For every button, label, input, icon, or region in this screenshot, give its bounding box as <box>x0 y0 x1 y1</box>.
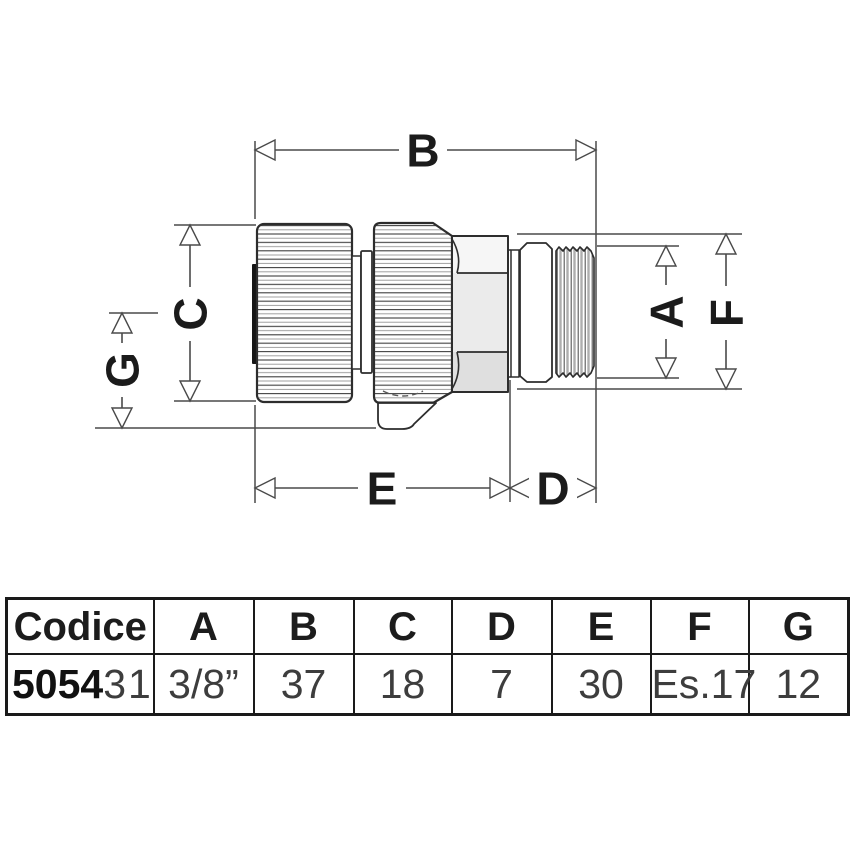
bottom-tab <box>377 402 437 430</box>
hex-facet-top <box>452 236 508 273</box>
col-header-c: C <box>352 597 453 655</box>
cap-edge-band <box>252 264 257 364</box>
dimension-label-f: F <box>701 299 753 327</box>
dimension-g: G <box>97 343 149 397</box>
col-header-e: E <box>550 597 652 655</box>
code-value-suffix: 31 <box>103 660 153 707</box>
hex-corner-arcs <box>451 238 460 390</box>
arrowhead-d-left <box>508 476 531 500</box>
spec-table-value-row: 505431 3/8” 37 18 7 30 Es.17 12 <box>5 653 850 716</box>
dimension-label-b: B <box>406 125 439 177</box>
hex-facet-lines <box>457 272 508 353</box>
value-e: 30 <box>550 653 652 716</box>
arrowhead-f-top <box>714 232 738 255</box>
cylinder-section <box>519 242 553 383</box>
code-value-bold: 5054 <box>12 660 104 707</box>
dimension-label-c: C <box>165 297 217 330</box>
col-header-a: A <box>152 597 255 655</box>
threaded-end <box>555 246 595 378</box>
arrowhead-g-bottom <box>110 407 134 430</box>
arrowhead-a-top <box>654 244 678 267</box>
col-header-g: G <box>747 597 850 655</box>
extension-lines-g <box>95 312 376 429</box>
dimension-label-d: D <box>536 463 569 515</box>
neck-groove <box>508 249 520 378</box>
dimension-d: D <box>529 463 577 515</box>
col-header-b: B <box>252 597 355 655</box>
arrowhead-b-left <box>253 138 276 162</box>
value-f: Es.17 <box>649 653 756 716</box>
hex-nut <box>451 235 509 393</box>
arrowhead-g-top <box>110 311 134 334</box>
col-header-d: D <box>450 597 553 655</box>
arrowhead-c-bottom <box>178 380 202 403</box>
fitting-technical-drawing: B E D C G A F <box>95 125 753 515</box>
col-header-f: F <box>649 597 750 655</box>
code-cell: 505431 <box>5 653 155 716</box>
dimension-label-e: E <box>367 463 398 515</box>
fitting-body <box>252 221 595 430</box>
value-d: 7 <box>450 653 553 716</box>
extension-lines-c <box>174 224 256 402</box>
hex-facet-middle <box>452 273 508 352</box>
hidden-hole-dashed-arc <box>382 390 424 397</box>
locking-ring <box>360 250 373 374</box>
cap-step <box>351 255 362 370</box>
dimension-c: C <box>165 287 217 341</box>
arrowhead-d-right <box>575 476 598 500</box>
value-b: 37 <box>252 653 355 716</box>
dimension-arrowheads <box>110 138 738 500</box>
knurled-cap <box>255 222 354 404</box>
arrowhead-c-top <box>178 223 202 246</box>
dimension-a: A <box>641 285 693 339</box>
arrowhead-b-right <box>575 138 598 162</box>
value-c: 18 <box>352 653 453 716</box>
extension-lines <box>95 141 742 503</box>
value-a: 3/8” <box>152 653 255 716</box>
col-header-codice: Codice <box>5 597 155 655</box>
spec-table-header-row: Codice A B C D E F G <box>5 597 850 655</box>
hex-outline <box>451 235 509 393</box>
dimension-label-a: A <box>641 295 693 328</box>
value-g: 12 <box>747 653 850 716</box>
dimension-e: E <box>358 463 406 515</box>
dimension-label-g: G <box>97 352 149 388</box>
hex-facet-bottom <box>452 352 508 392</box>
spec-table: Codice A B C D E F G 505431 3/8” 37 18 7… <box>5 597 850 716</box>
extension-lines-f <box>517 233 742 390</box>
arrowhead-e-left <box>253 476 276 500</box>
dimension-labels: B E D C G A F <box>97 125 753 515</box>
dimension-f: F <box>701 286 753 340</box>
arrowhead-a-bottom <box>654 357 678 380</box>
arrowhead-e-right <box>489 476 512 500</box>
dimension-b: B <box>399 125 447 177</box>
knurled-body <box>372 221 454 405</box>
arrowhead-f-bottom <box>714 368 738 391</box>
